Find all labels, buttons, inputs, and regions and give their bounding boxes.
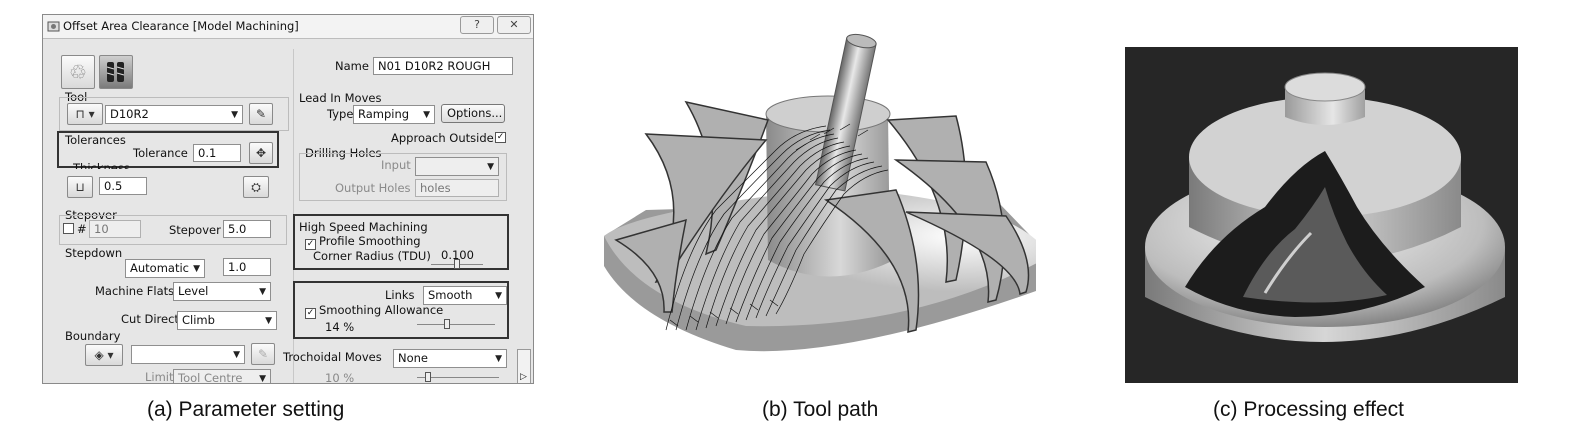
caption-parameter-setting: (a) Parameter setting	[147, 398, 345, 421]
output-holes-label: Output Holes	[335, 181, 411, 195]
allowance-slider[interactable]	[417, 319, 495, 329]
links-highlight	[293, 281, 509, 339]
tolerances-group-label: Tolerances	[65, 133, 126, 147]
corner-radius-value: 0.100	[441, 248, 474, 262]
stepover-label: Stepover	[169, 223, 221, 237]
thickness-label: Thickness	[73, 162, 130, 169]
tolerance-lock-icon[interactable]: ✥	[249, 142, 273, 164]
name-label: Name	[335, 59, 369, 73]
cutting-tool	[814, 33, 877, 192]
corner-radius-label: Corner Radius (TDU)	[313, 249, 431, 263]
stepdown-group-label: Stepdown	[65, 246, 123, 260]
dialog-scrollbar[interactable]: ▷	[517, 349, 531, 383]
corner-radius-slider[interactable]	[431, 259, 483, 269]
drilling-input-label: Input	[381, 158, 411, 172]
thickness-type-icon[interactable]: ⊔	[67, 176, 93, 198]
toolpath-lines	[665, 123, 889, 331]
drilling-input-combo[interactable]: ▼	[415, 157, 499, 176]
dialog-titlebar: Offset Area Clearance [Model Machining] …	[43, 15, 533, 39]
thickness-input[interactable]: 0.5	[99, 177, 147, 195]
scroll-right-icon[interactable]: ▷	[520, 372, 527, 382]
cut-direction-combo[interactable]: Climb▼	[177, 311, 277, 330]
output-holes-input[interactable]: holes	[415, 179, 499, 197]
allowance-value: 14 %	[325, 320, 355, 334]
links-label: Links	[385, 288, 415, 302]
high-speed-label: High Speed Machining	[299, 220, 428, 234]
approach-outside-check[interactable]: ✓	[495, 132, 506, 143]
dialog-title: Offset Area Clearance [Model Machining]	[63, 19, 299, 33]
boss-top	[1284, 72, 1366, 102]
trochoidal-slider[interactable]	[417, 372, 499, 382]
tolerances-highlight	[57, 131, 279, 168]
recycle-icon[interactable]: ♲	[61, 55, 95, 89]
limit-combo[interactable]: Tool Centre▼	[173, 369, 271, 383]
blade-edge	[1263, 231, 1313, 294]
pencil-icon[interactable]: ✎	[249, 103, 273, 125]
stepdown-mode-combo[interactable]: Automatic▼	[125, 259, 205, 278]
help-button[interactable]: ?	[460, 16, 494, 34]
caption-processing-effect: (c) Processing effect	[1213, 398, 1405, 421]
stepover-input[interactable]: 5.0	[223, 220, 271, 238]
boundary-group-label: Boundary	[65, 329, 121, 343]
machine-flats-label: Machine Flats	[95, 284, 175, 298]
limit-label: Limit	[145, 370, 174, 384]
lead-in-type-combo[interactable]: Ramping▼	[353, 105, 435, 124]
impeller-blades	[614, 100, 1030, 333]
close-button[interactable]: ✕	[497, 16, 531, 34]
stepover-group	[59, 215, 287, 245]
trochoidal-label: Trochoidal Moves	[283, 350, 382, 364]
trochoidal-combo[interactable]: None▼	[393, 349, 507, 368]
options-button[interactable]: Options...	[441, 104, 505, 123]
toolpath-strategy-icon[interactable]	[99, 55, 133, 89]
boundary-pencil-icon[interactable]: ✎	[251, 343, 275, 365]
toolpath-render	[604, 33, 1036, 352]
name-input[interactable]: N01 D10R2 ROUGH	[373, 57, 513, 75]
thickness-settings-icon[interactable]: ⛭	[243, 176, 269, 198]
processing-effect-render	[1125, 47, 1518, 383]
caption-tool-path: (b) Tool path	[762, 398, 879, 421]
machine-flats-combo[interactable]: Level▼	[173, 282, 271, 301]
tolerance-label: Tolerance	[133, 146, 188, 160]
tool-combo[interactable]: D10R2▼	[105, 105, 243, 124]
trochoidal-percent: 10 %	[325, 371, 355, 384]
parameter-dialog: Offset Area Clearance [Model Machining] …	[42, 14, 534, 384]
stepdown-input[interactable]: 1.0	[223, 258, 271, 276]
approach-outside-label: Approach Outside	[391, 131, 494, 145]
links-combo[interactable]: Smooth▼	[423, 286, 507, 305]
app-icon	[47, 21, 60, 32]
high-speed-highlight	[293, 214, 509, 270]
boundary-select-icon[interactable]: ◈ ▾	[85, 344, 123, 366]
stepover-count-check[interactable]: #	[63, 222, 87, 236]
tool-group	[59, 97, 289, 131]
tool-select-icon[interactable]: ⊓ ▾	[67, 103, 103, 125]
stepover-count-input[interactable]: 10	[89, 220, 141, 238]
smoothing-allowance-check[interactable]: ✓Smoothing Allowance	[305, 303, 444, 319]
lead-in-group-label: Lead In Moves	[299, 91, 382, 105]
boundary-combo[interactable]: ▼	[131, 345, 245, 364]
profile-smoothing-check[interactable]: ✓Profile Smoothing	[305, 234, 421, 250]
drilling-holes-group	[299, 153, 507, 201]
lead-in-type-label: Type	[327, 107, 354, 121]
tolerance-input[interactable]: 0.1	[193, 144, 241, 162]
